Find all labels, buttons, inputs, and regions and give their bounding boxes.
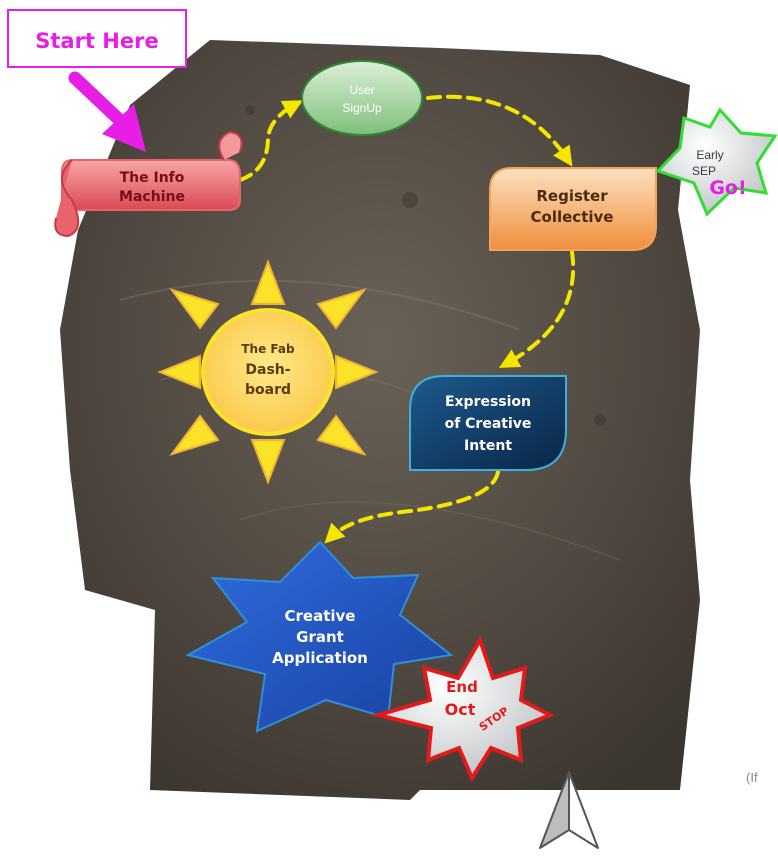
expression-line3: Intent — [464, 438, 512, 454]
register-line2: Collective — [531, 208, 614, 226]
north-arrow-icon — [539, 771, 599, 849]
fab-dashboard-line1: The Fab — [241, 342, 295, 356]
register-collective-node: Register Collective — [489, 167, 657, 251]
end-oct-line2: Oct — [445, 700, 476, 719]
expression-line1: Expression — [445, 394, 531, 410]
info-machine-line1: The Info — [120, 170, 185, 186]
arrow-register-to-expression — [498, 250, 576, 368]
start-here-box — [7, 9, 187, 68]
sun-rays — [157, 259, 379, 485]
expression-node: Expression of Creative Intent — [409, 375, 567, 471]
start-pointer-arrow — [68, 71, 146, 152]
grant-line2: Grant — [296, 628, 344, 646]
end-oct-badge: End Oct STOP — [370, 635, 555, 783]
early-sep-badge: Early SEP Go! — [655, 107, 778, 217]
flow-arrows — [238, 94, 576, 544]
end-oct-line1: End — [446, 678, 478, 696]
fab-dashboard-line3: board — [245, 382, 291, 398]
user-signup-line1: User — [349, 83, 374, 97]
register-line1: Register — [536, 187, 608, 205]
side-note: (If — [746, 770, 758, 785]
user-signup-node: User SignUp — [301, 60, 423, 136]
user-signup-line2: SignUp — [342, 101, 382, 115]
early-sep-line2: SEP — [692, 164, 716, 178]
info-machine-line2: Machine — [119, 189, 185, 205]
fab-dashboard-node: The Fab Dash- board — [157, 259, 379, 485]
fab-dashboard-line2: Dash- — [245, 362, 290, 378]
start-here-label: Start Here — [35, 29, 158, 53]
info-machine-node: The Info Machine — [54, 130, 243, 238]
grant-application-node: Creative Grant Application — [185, 540, 454, 733]
arrow-expression-to-grant — [324, 470, 500, 544]
early-sep-go: Go! — [709, 177, 746, 199]
arrow-info-to-signup — [238, 100, 304, 182]
expression-line2: of Creative — [445, 416, 532, 432]
grant-line3: Application — [272, 649, 368, 667]
arrow-signup-to-register — [426, 94, 573, 167]
grant-line1: Creative — [285, 607, 356, 625]
early-sep-line1: Early — [696, 148, 723, 162]
